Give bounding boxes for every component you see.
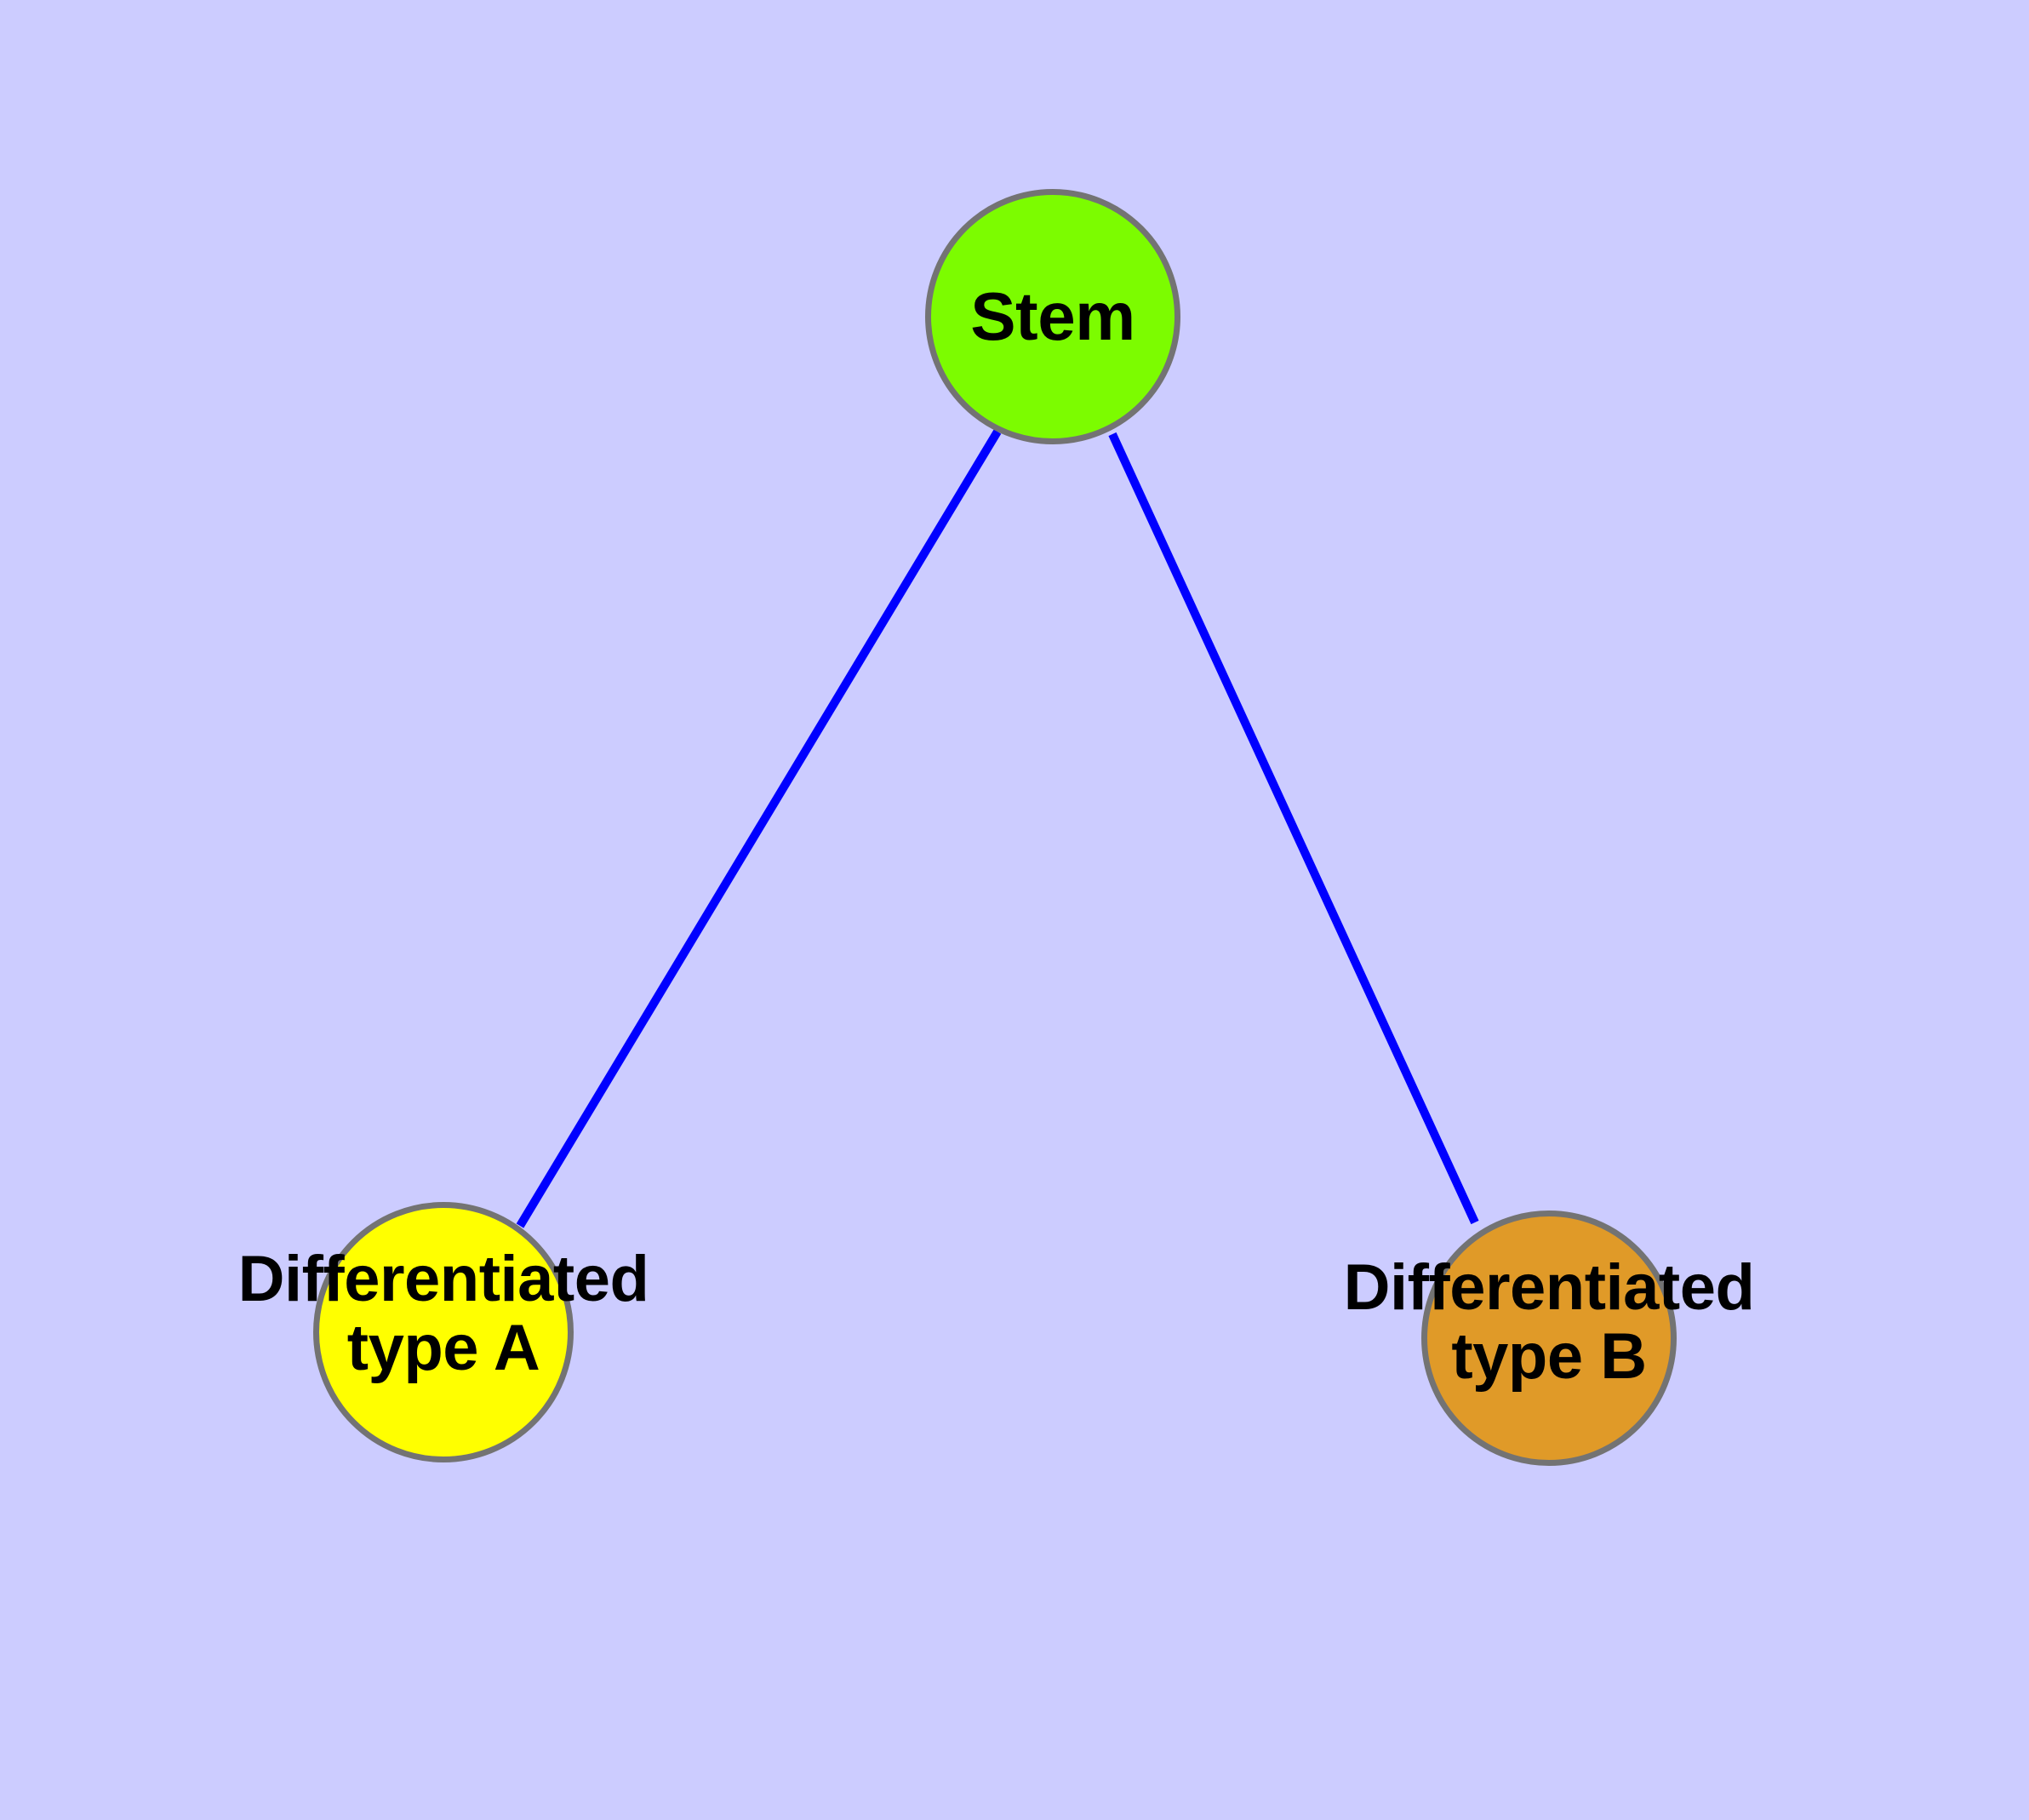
edge-stem-to-differentiated-type-a[interactable]	[516, 429, 1002, 1228]
node-differentiated-type-b[interactable]	[1421, 1210, 1677, 1466]
edge-stem-to-differentiated-type-b[interactable]	[1108, 432, 1479, 1225]
node-stem[interactable]	[925, 189, 1180, 444]
node-differentiated-type-a[interactable]	[313, 1202, 574, 1462]
